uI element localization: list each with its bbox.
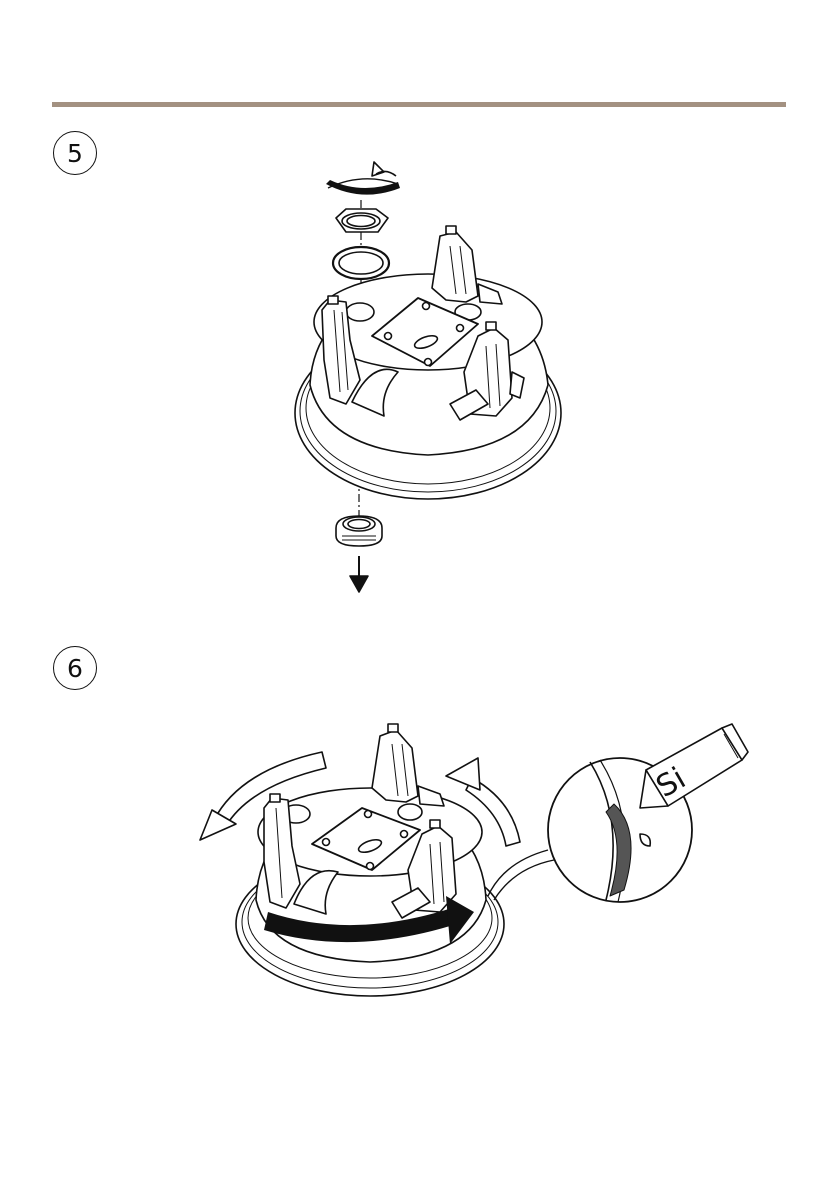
silicone-tube-icon: Si — [640, 724, 748, 808]
gasket-ring-icon — [333, 247, 389, 279]
down-arrow-icon — [350, 556, 368, 592]
cable-gland-icon — [336, 516, 382, 546]
step-5-illustration — [295, 162, 561, 592]
rotate-arrow-icon — [326, 162, 400, 195]
housing-body-rotated — [236, 724, 504, 996]
lock-nut-icon — [336, 209, 388, 232]
step-6-illustration: Si — [200, 724, 748, 996]
